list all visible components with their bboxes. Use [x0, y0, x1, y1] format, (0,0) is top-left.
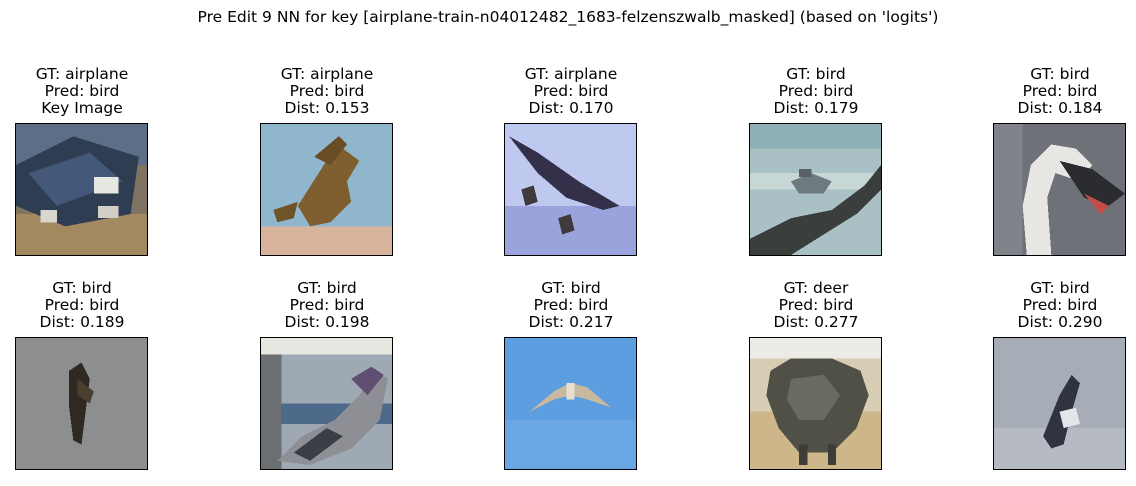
- thumbnail-bird-grey-sky: [993, 337, 1126, 470]
- caption-pred: Pred: bird: [533, 296, 609, 314]
- thumbnail-bird-on-branch: [749, 123, 882, 256]
- caption-gt: GT: bird: [1030, 279, 1090, 297]
- caption-gt: GT: bird: [1030, 65, 1090, 83]
- caption-pred: Pred: bird: [289, 296, 365, 314]
- thumbnail-helicopter-over-desert: [15, 123, 148, 256]
- caption-extra: Dist: 0.198: [284, 313, 370, 331]
- caption-pred: Pred: bird: [44, 82, 120, 100]
- caption-pred: Pred: bird: [778, 296, 854, 314]
- caption-extra: Dist: 0.153: [284, 99, 370, 117]
- thumbnail-dark-bird-lavender-sky: [504, 123, 637, 256]
- caption-pred: Pred: bird: [1022, 296, 1098, 314]
- figure-title: Pre Edit 9 NN for key [airplane-train-n0…: [197, 8, 939, 26]
- thumbnail-animal-sand: [749, 337, 882, 470]
- caption-gt: GT: bird: [786, 65, 846, 83]
- caption-gt: GT: airplane: [280, 65, 374, 83]
- caption-extra: Dist: 0.217: [528, 313, 614, 331]
- caption-extra: Dist: 0.189: [39, 313, 125, 331]
- caption-extra: Dist: 0.277: [773, 313, 859, 331]
- caption-gt: GT: deer: [783, 279, 849, 297]
- thumbnail-biplane-blue-sky: [260, 123, 393, 256]
- caption-extra: Dist: 0.179: [773, 99, 859, 117]
- caption-gt: GT: bird: [541, 279, 601, 297]
- thumbnail-swan-head: [993, 123, 1126, 256]
- caption-pred: Pred: bird: [533, 82, 609, 100]
- caption-gt: GT: bird: [52, 279, 112, 297]
- thumbnail-pigeon-city: [260, 337, 393, 470]
- thumbnail-gull-blue-sky: [504, 337, 637, 470]
- caption-extra: Dist: 0.170: [528, 99, 614, 117]
- caption-pred: Pred: bird: [1022, 82, 1098, 100]
- caption-extra: Dist: 0.184: [1017, 99, 1103, 117]
- caption-pred: Pred: bird: [778, 82, 854, 100]
- caption-gt: GT: airplane: [524, 65, 618, 83]
- thumbnail-bird-grey-background: [15, 337, 148, 470]
- caption-extra: Key Image: [41, 99, 123, 117]
- caption-gt: GT: bird: [297, 279, 357, 297]
- caption-pred: Pred: bird: [289, 82, 365, 100]
- caption-pred: Pred: bird: [44, 296, 120, 314]
- caption-extra: Dist: 0.290: [1017, 313, 1103, 331]
- caption-gt: GT: airplane: [35, 65, 129, 83]
